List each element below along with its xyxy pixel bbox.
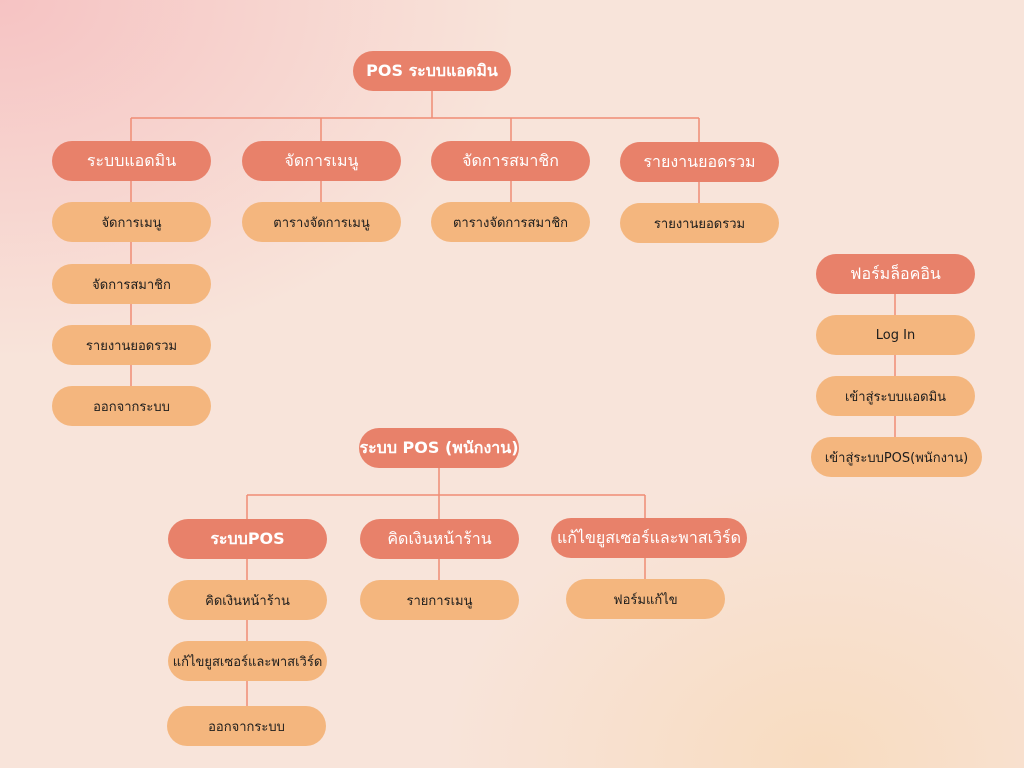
staff-group-header: แก้ไขยูสเซอร์และพาสเวิร์ด (551, 518, 747, 558)
admin-group-header: จัดการเมนู (242, 141, 401, 181)
admin-group-item: ตารางจัดการสมาชิก (431, 202, 590, 242)
staff-group-item: รายการเมนู (360, 580, 519, 620)
staff-group-header: ระบบPOS (168, 519, 327, 559)
admin-group-item: จัดการเมนู (52, 202, 211, 242)
login-form-header: ฟอร์มล็อคอิน (816, 254, 975, 294)
staff-group-item: ฟอร์มแก้ไข (566, 579, 725, 619)
admin-group-header: รายงานยอดรวม (620, 142, 779, 182)
staff-root-node: ระบบ POS (พนักงาน) (359, 428, 519, 468)
admin-root-node: POS ระบบแอดมิน (353, 51, 511, 91)
admin-group-header: จัดการสมาชิก (431, 141, 590, 181)
admin-group-item: ตารางจัดการเมนู (242, 202, 401, 242)
staff-group-item: แก้ไขยูสเซอร์และพาสเวิร์ด (168, 641, 327, 681)
login-item: เข้าสู่ระบบPOS(พนักงาน) (811, 437, 982, 477)
admin-group-item: รายงานยอดรวม (52, 325, 211, 365)
admin-group-item: ออกจากระบบ (52, 386, 211, 426)
admin-group-item: จัดการสมาชิก (52, 264, 211, 304)
admin-group-item: รายงานยอดรวม (620, 203, 779, 243)
staff-group-item: ออกจากระบบ (167, 706, 326, 746)
admin-group-header: ระบบแอดมิน (52, 141, 211, 181)
login-item: เข้าสู่ระบบแอดมิน (816, 376, 975, 416)
staff-group-item: คิดเงินหน้าร้าน (168, 580, 327, 620)
login-item: Log In (816, 315, 975, 355)
staff-group-header: คิดเงินหน้าร้าน (360, 519, 519, 559)
